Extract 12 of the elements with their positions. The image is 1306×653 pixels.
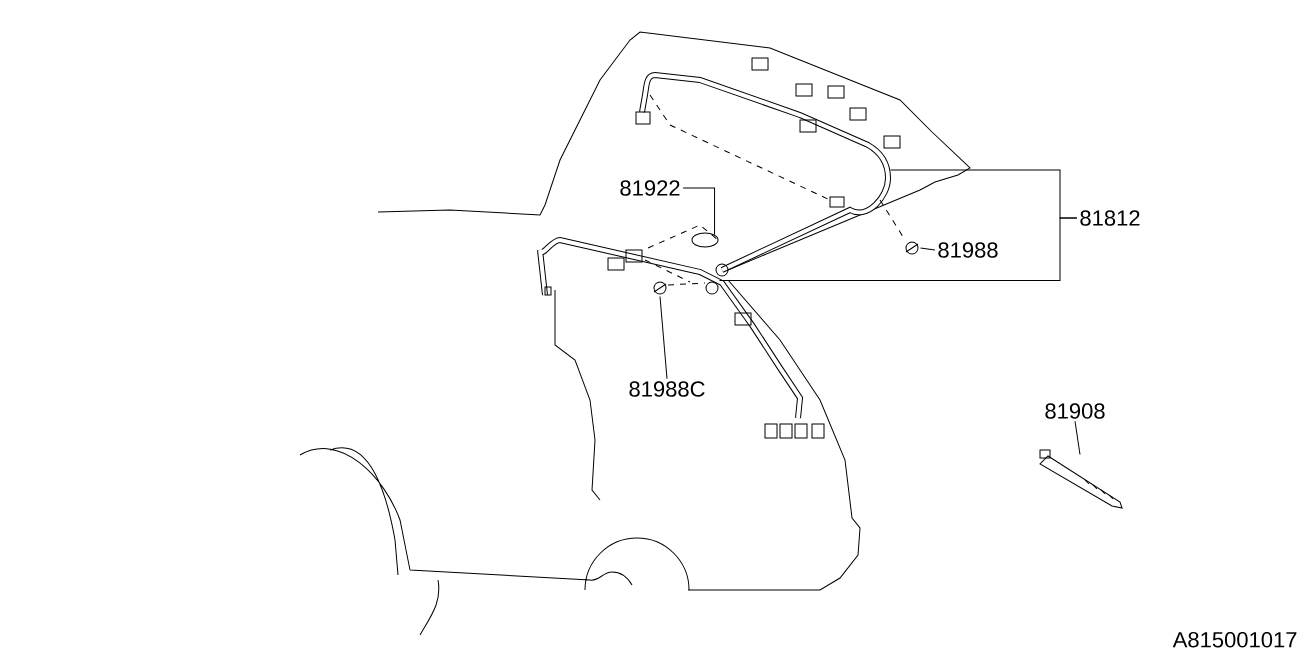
leader-line (682, 187, 716, 236)
leader-line (920, 247, 936, 251)
part-number: 81908 (1045, 403, 1105, 419)
leader-line (1074, 420, 1081, 455)
part-number: 81988 (938, 242, 998, 258)
leader-line (719, 217, 1078, 281)
drawing-number: A815001017 (1172, 631, 1297, 648)
cable-tie-drawing (1039, 449, 1123, 509)
clip-drawing (905, 241, 919, 255)
wiring-harness-drawing (537, 57, 906, 439)
leader-line (659, 296, 668, 380)
part-number: 81812 (1080, 210, 1140, 226)
